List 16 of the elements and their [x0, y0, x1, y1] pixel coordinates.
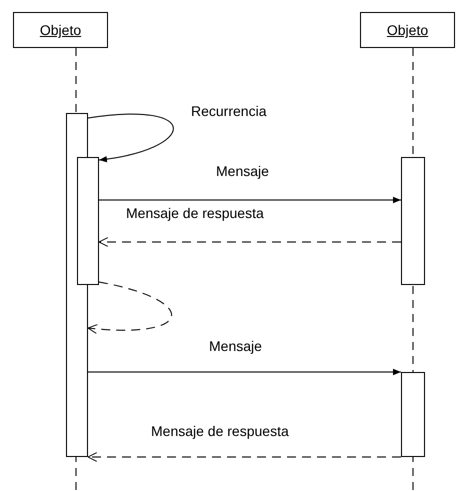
message-label: Recurrencia	[190, 103, 268, 119]
message-arrow	[88, 282, 172, 334]
activation-bar	[77, 157, 99, 285]
message-label: Mensaje	[208, 338, 263, 354]
message-arrow	[98, 237, 402, 247]
message-label: Mensaje	[215, 163, 270, 179]
message-arrow	[88, 452, 402, 462]
message-label: Mensaje de respuesta	[125, 205, 265, 221]
message-label: Mensaje de respuesta	[150, 423, 290, 439]
activation-bar	[401, 157, 425, 285]
message-arrow	[88, 114, 174, 162]
message-arrow	[98, 196, 402, 204]
message-arrow	[88, 368, 402, 376]
object-header: Objeto	[13, 12, 108, 48]
activation-bar	[401, 372, 425, 457]
object-header: Objeto	[360, 12, 455, 48]
